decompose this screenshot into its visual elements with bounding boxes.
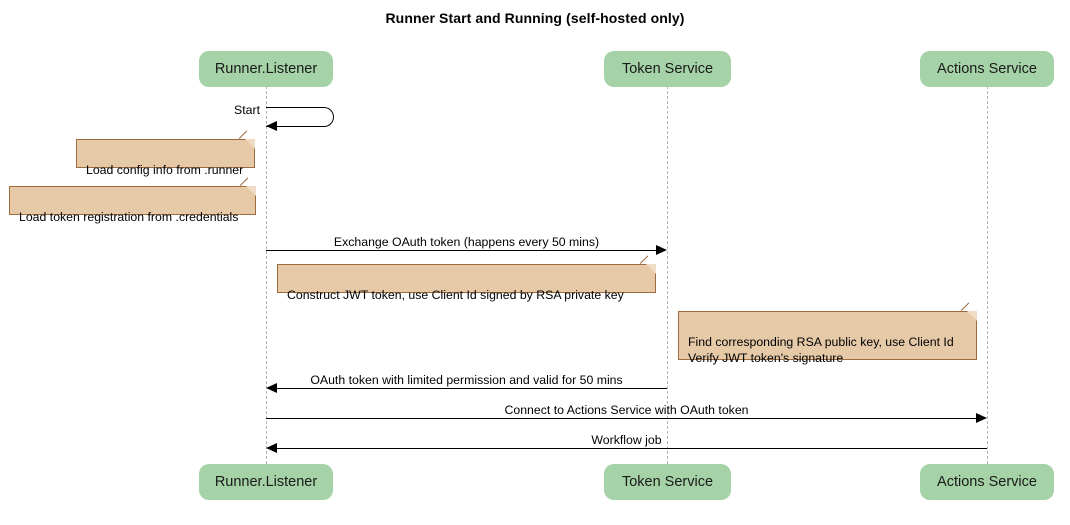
message-label-connect-actions: Connect to Actions Service with OAuth to… [504, 403, 749, 417]
note-verify-jwt: Find corresponding RSA public key, use C… [678, 302, 977, 365]
participant-label: Runner.Listener [214, 474, 318, 490]
participant-label: Runner.Listener [214, 61, 318, 77]
participant-label: Actions Service [937, 61, 1037, 77]
note-fold-icon [967, 311, 977, 321]
note-construct-jwt: Construct JWT token, use Client Id signe… [277, 255, 656, 302]
participant-runner-bottom[interactable]: Runner.Listener [199, 464, 333, 500]
participant-label: Token Service [621, 61, 714, 77]
note-text: Load token registration from .credential… [19, 210, 239, 224]
message-line-exchange-oauth [266, 250, 656, 251]
arrowhead-exchange-oauth [656, 245, 667, 255]
note-text: Load config info from .runner [86, 163, 244, 177]
arrowhead-oauth-return [266, 383, 277, 393]
message-label-start: Start [234, 103, 260, 117]
message-label-oauth-return: OAuth token with limited permission and … [310, 373, 623, 387]
message-label-exchange-oauth: Exchange OAuth token (happens every 50 m… [333, 235, 600, 249]
lifeline-runner [266, 86, 267, 464]
message-line-connect-actions [266, 418, 976, 419]
page-title: Runner Start and Running (self-hosted on… [385, 10, 685, 26]
message-label-workflow-job: Workflow job [591, 433, 662, 447]
note-fold-icon [646, 264, 656, 274]
message-line-workflow-job [277, 448, 987, 449]
arrowhead-start [266, 121, 277, 131]
participant-label: Actions Service [937, 474, 1037, 490]
participant-actions-bottom[interactable]: Actions Service [920, 464, 1054, 500]
participant-runner-top[interactable]: Runner.Listener [199, 51, 333, 87]
participant-label: Token Service [621, 474, 714, 490]
lifeline-token [667, 86, 668, 464]
note-load-config: Load config info from .runner [76, 130, 255, 177]
message-self-loop-start [266, 107, 334, 127]
participant-token-bottom[interactable]: Token Service [604, 464, 731, 500]
participant-actions-top[interactable]: Actions Service [920, 51, 1054, 87]
note-fold-icon [246, 186, 256, 196]
arrowhead-connect-actions [976, 413, 987, 423]
arrowhead-workflow-job [266, 443, 277, 453]
lifeline-actions [987, 86, 988, 464]
note-fold-icon [245, 139, 255, 149]
note-text: Find corresponding RSA public key, use C… [688, 335, 954, 365]
note-load-token-registration: Load token registration from .credential… [9, 177, 256, 224]
participant-token-top[interactable]: Token Service [604, 51, 731, 87]
note-text: Construct JWT token, use Client Id signe… [287, 288, 624, 302]
message-line-oauth-return [277, 388, 667, 389]
